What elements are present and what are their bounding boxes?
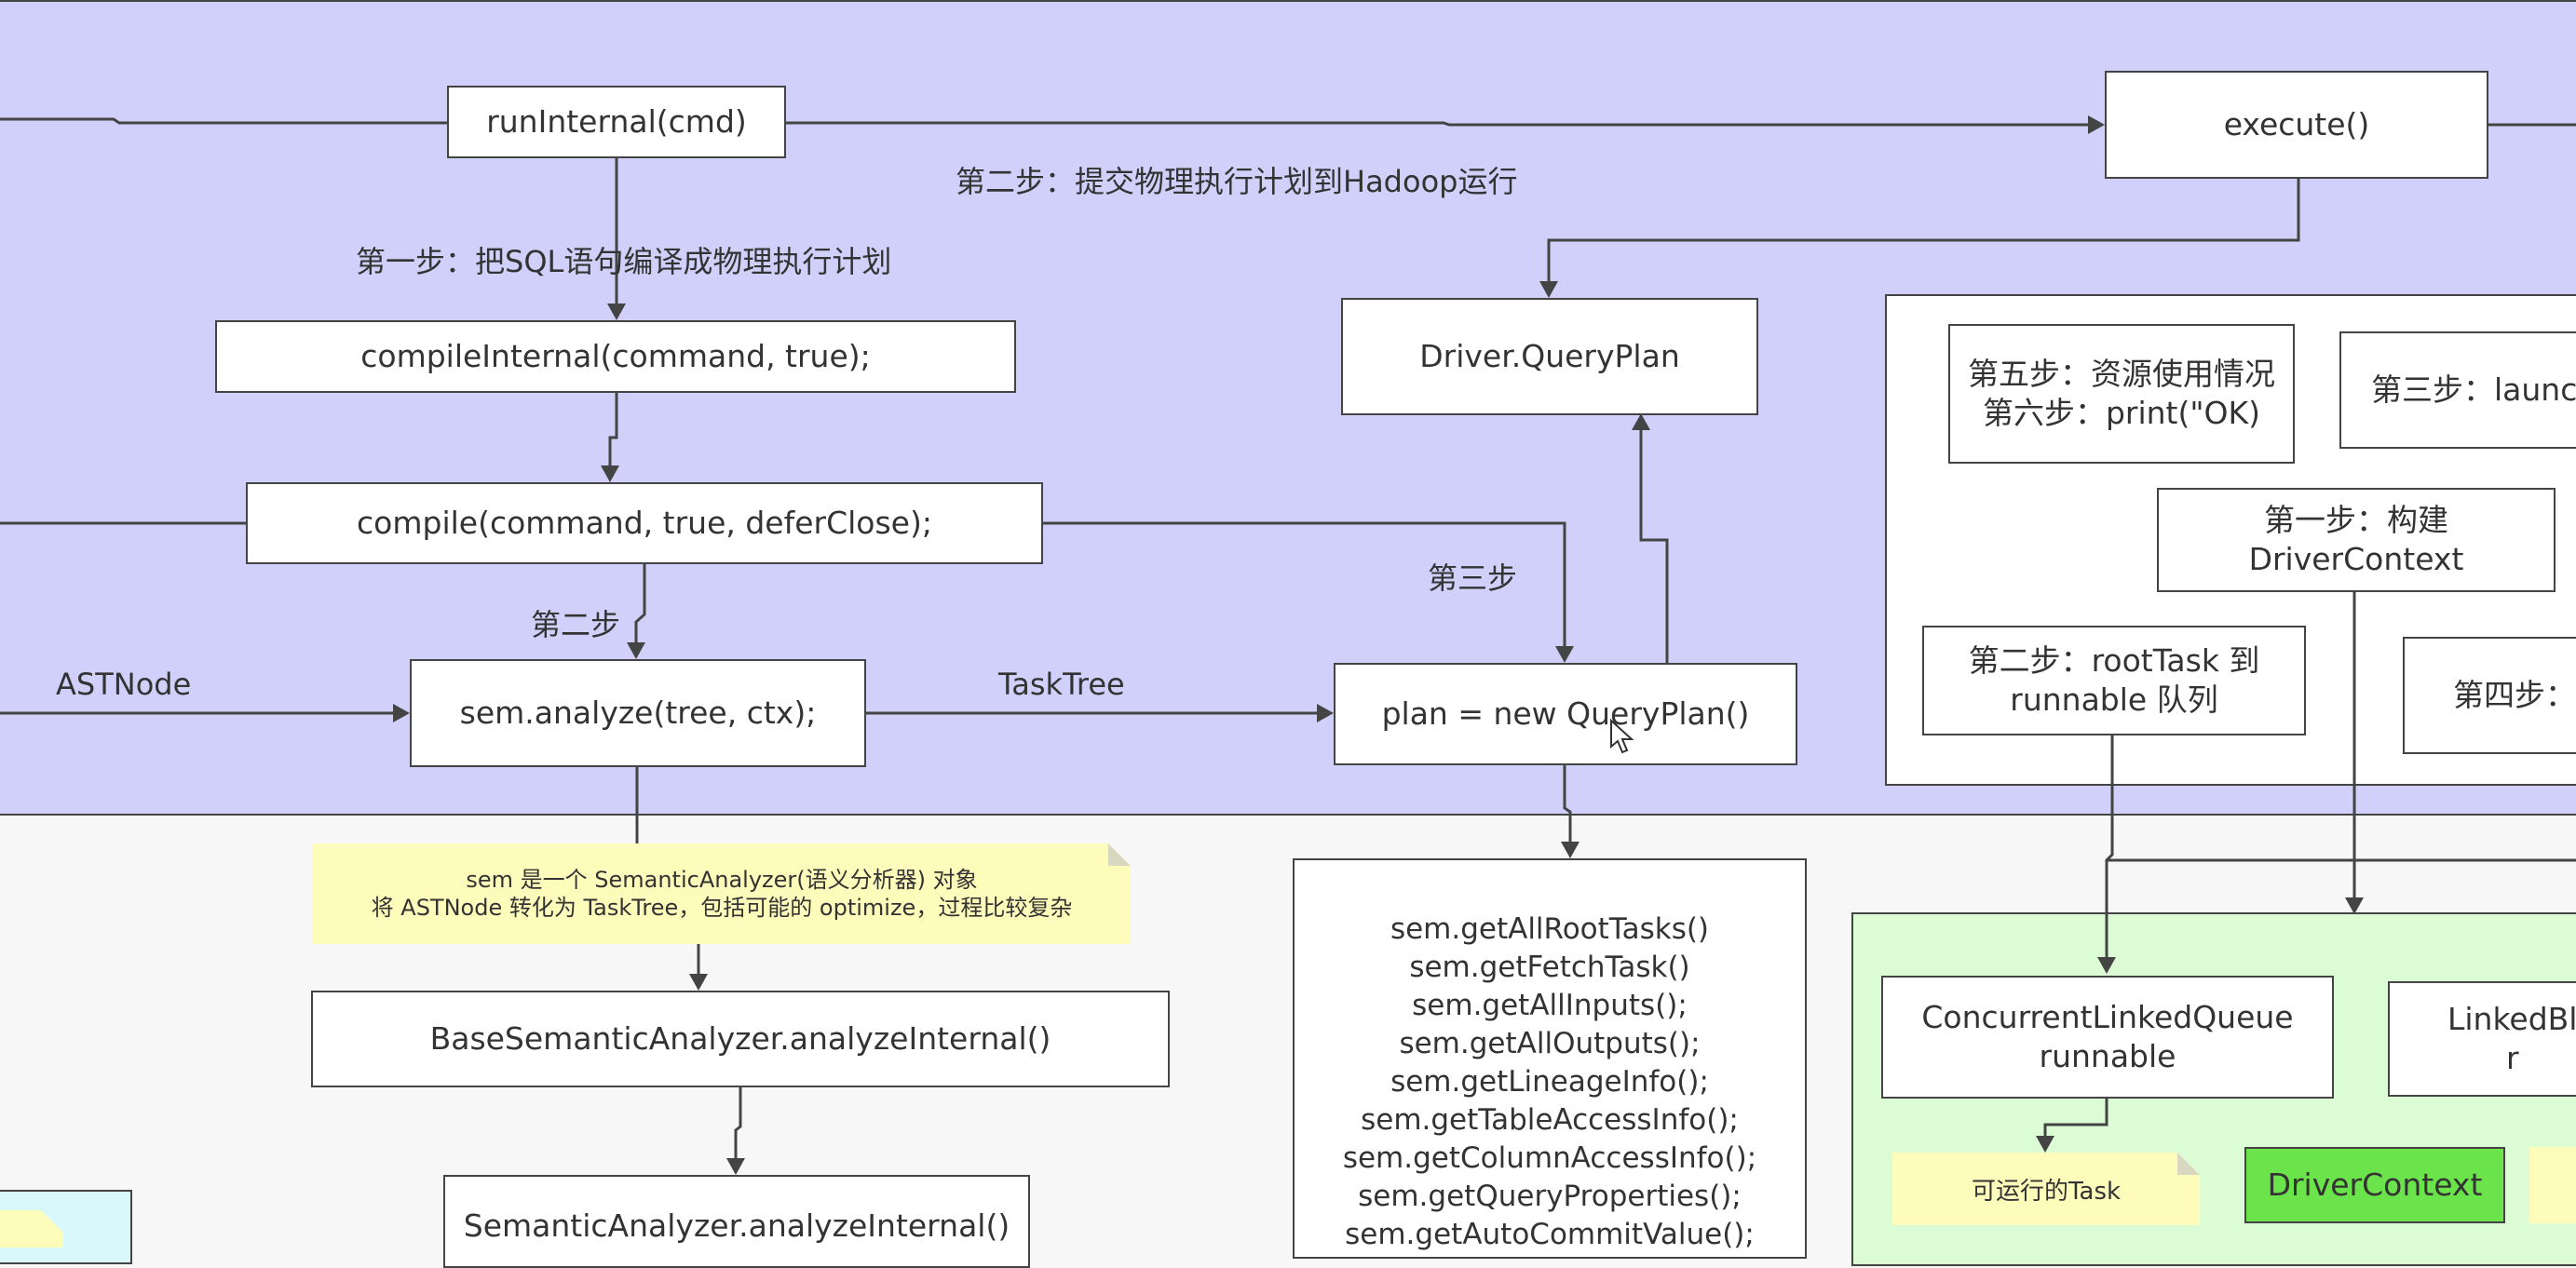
note-partial-right (2529, 1147, 2576, 1223)
label-step2-submit: 第二步：提交物理执行计划到Hadoop运行 (956, 164, 1518, 199)
mouse-cursor-icon (1610, 719, 1634, 754)
node-step5-step6[interactable]: 第五步：资源使用情况 第六步：print("OK) (1948, 324, 2295, 464)
arrowhead (689, 974, 708, 991)
note-runnable-task: 可运行的Task (1892, 1153, 2200, 1225)
node-step1-build-context[interactable]: 第一步：构建 DriverContext (2157, 488, 2556, 592)
node-execute[interactable]: execute() (2105, 71, 2488, 179)
node-step4[interactable]: 第四步： (2403, 637, 2576, 754)
node-plan-new-query-plan[interactable]: plan = new QueryPlan() (1334, 663, 1797, 765)
node-semantic-analyzer[interactable]: SemanticAnalyzer.analyzeInternal() (443, 1175, 1030, 1268)
node-sem-methods[interactable]: sem.getAllRootTasks() sem.getFetchTask()… (1293, 858, 1807, 1259)
note-semantic-analyzer: sem 是一个 SemanticAnalyzer(语义分析器) 对象 将 AST… (313, 843, 1131, 944)
node-base-semantic-analyzer[interactable]: BaseSemanticAnalyzer.analyzeInternal() (311, 991, 1170, 1087)
label-step1-compile: 第一步：把SQL语句编译成物理执行计划 (356, 244, 892, 279)
node-driver-context[interactable]: DriverContext (2244, 1147, 2505, 1223)
node-step3-launch[interactable]: 第三步：launc (2339, 331, 2576, 449)
node-compile[interactable]: compile(command, true, deferClose); (246, 482, 1043, 564)
node-concurrent-linked-queue[interactable]: ConcurrentLinkedQueue runnable (1881, 976, 2334, 1099)
note-runnable-task-text: 可运行的Task (1971, 1177, 2122, 1206)
node-compile-internal[interactable]: compileInternal(command, true); (215, 320, 1016, 393)
arrowhead (1561, 842, 1579, 858)
label-ast-node: ASTNode (56, 667, 192, 702)
node-sem-analyze[interactable]: sem.analyze(tree, ctx); (410, 659, 866, 767)
label-step2: 第二步 (531, 607, 621, 642)
node-run-internal[interactable]: runInternal(cmd) (447, 86, 786, 158)
label-task-tree: TaskTree (998, 667, 1125, 702)
node-step2-root-task[interactable]: 第二步：rootTask 到 runnable 队列 (1922, 626, 2306, 735)
arrowhead (726, 1158, 745, 1175)
edge-base-to-semantic (734, 1087, 742, 1158)
note-fold-icon (1108, 843, 1131, 866)
node-linked-blocking-queue[interactable]: LinkedBl r (2388, 981, 2576, 1097)
node-driver-query-plan[interactable]: Driver.QueryPlan (1341, 298, 1758, 415)
note-semantic-analyzer-text: sem 是一个 SemanticAnalyzer(语义分析器) 对象 将 AST… (371, 867, 1073, 921)
label-step3: 第三步 (1428, 560, 1518, 596)
